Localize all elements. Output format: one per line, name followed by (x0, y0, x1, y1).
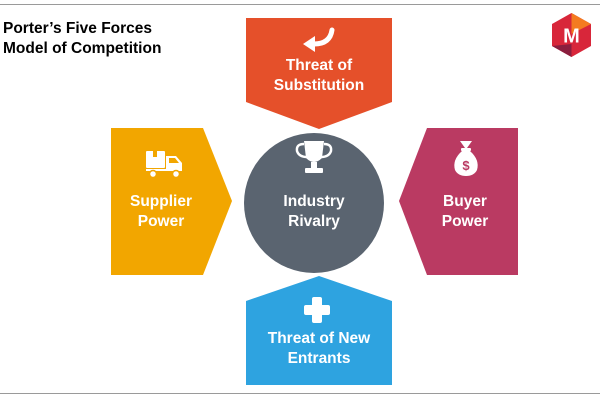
entrants-label-line-2: Entrants (287, 350, 351, 367)
trophy-icon (295, 141, 333, 173)
substitution-label-line-1: Threat of (285, 57, 353, 74)
money-bag-icon: $ (454, 141, 478, 176)
frame-top-border (0, 4, 600, 5)
supplier-label: Supplier Power (111, 192, 211, 232)
rivalry-label-line-1: Industry (283, 193, 345, 210)
title-line-1: Porter’s Five Forces (3, 20, 153, 37)
buyer-shape (399, 128, 518, 275)
svg-text:$: $ (462, 158, 470, 173)
buyer-label-line-2: Power (441, 213, 489, 230)
rivalry-label-line-2: Rivalry (288, 213, 340, 230)
rivalry-circle (244, 133, 384, 273)
supplier-shape (111, 128, 232, 275)
curved-arrow-icon (303, 27, 335, 52)
supplier-label-line-1: Supplier (129, 193, 192, 210)
entrants-label-line-1: Threat of New (267, 330, 371, 347)
diagram-title: Porter’s Five Forces Model of Competitio… (3, 19, 161, 59)
delivery-truck-icon (146, 151, 182, 179)
substitution-label: Threat of Substitution (246, 56, 392, 96)
entrants-shape (246, 276, 392, 385)
substitution-shape (246, 18, 392, 129)
rivalry-label: Industry Rivalry (264, 192, 364, 232)
buyer-label-line-1: Buyer (443, 193, 487, 210)
substitution-label-line-2: Substitution (273, 77, 365, 94)
plus-icon (304, 297, 330, 323)
logo-letter: M (563, 26, 580, 48)
title-line-2: Model of Competition (3, 40, 162, 57)
frame-bottom-border (0, 393, 600, 394)
supplier-label-line-2: Power (137, 213, 185, 230)
logo-hexagon-icon: M (552, 13, 591, 57)
entrants-label: Threat of New Entrants (246, 329, 392, 369)
buyer-label: Buyer Power (415, 192, 515, 232)
